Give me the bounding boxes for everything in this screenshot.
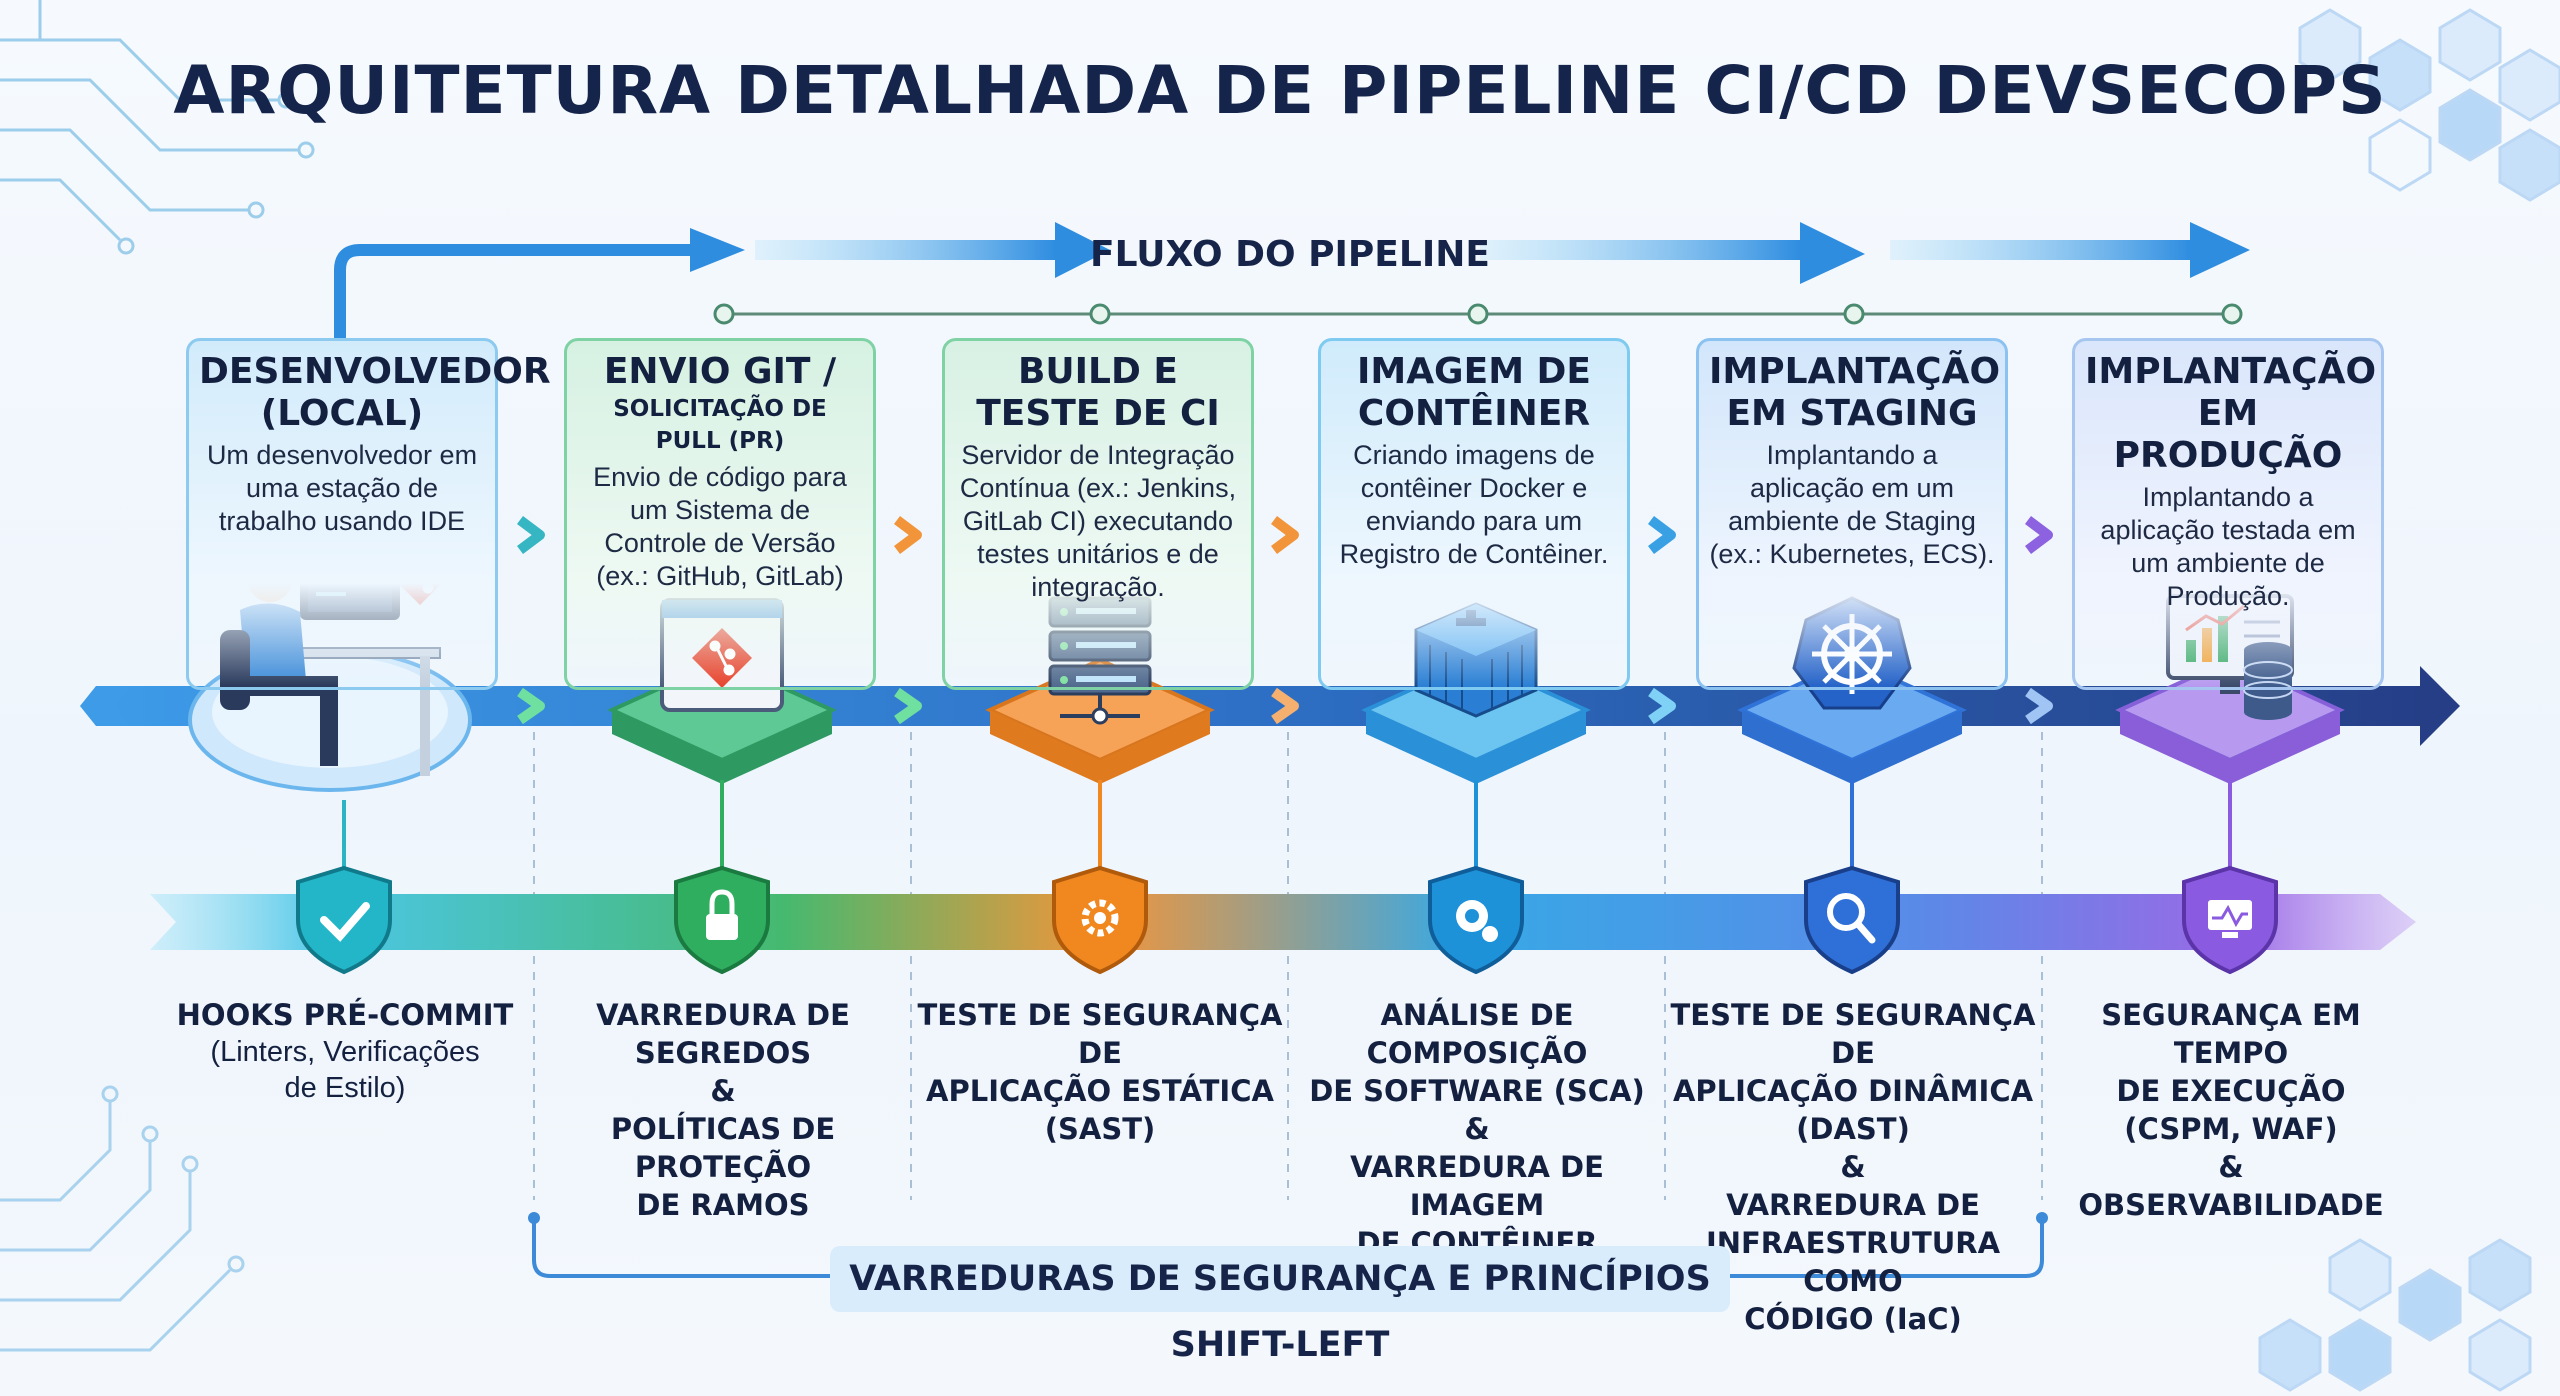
shield-gear-icon xyxy=(1052,865,1148,975)
circuit-decoration-top-left xyxy=(0,0,315,255)
bottom-bracket xyxy=(532,1218,2044,1278)
shield-lock-icon xyxy=(674,865,770,975)
stage-dividers xyxy=(533,700,2043,1200)
page-title: ARQUITETURA DETALHADA DE PIPELINE CI/CD … xyxy=(173,52,2387,129)
stage-description: Servidor de Integração Contínua (ex.: Je… xyxy=(959,440,1237,602)
stage-card-production: IMPLANTAÇÃO EM PRODUÇÃO Implantando a ap… xyxy=(2072,338,2384,690)
stage-title: BUILD E TESTE DE CI xyxy=(976,351,1220,434)
stage-card-container: IMAGEM DE CONTÊINER Criando imagens de c… xyxy=(1318,338,1630,690)
security-label-sca: ANÁLISE DE COMPOSIÇÃO DE SOFTWARE (SCA) … xyxy=(1309,998,1645,1260)
stage-card-staging: IMPLANTAÇÃO EM STAGING Implantando a apl… xyxy=(1696,338,2008,690)
circuit-decoration-bottom-left xyxy=(0,1085,245,1352)
stage-card-git: ENVIO GIT / SOLICITAÇÃO DE PULL (PR) Env… xyxy=(564,338,876,690)
security-label-runtime: SEGURANÇA EM TEMPO DE EXECUÇÃO (CSPM, WA… xyxy=(2078,998,2384,1222)
stage-card-developer: DESENVOLVEDOR (LOCAL) Um desenvolvedor e… xyxy=(186,338,551,690)
shield-search-icon xyxy=(1804,865,1900,975)
shift-left-label: VARREDURAS DE SEGURANÇA E PRINCÍPIOS SHI… xyxy=(830,1246,1730,1365)
stage-description: Implantando a aplicação testada em um am… xyxy=(2100,482,2356,611)
stage-card-ci: BUILD E TESTE DE CI Servidor de Integraç… xyxy=(942,338,1254,690)
shield-check-icon xyxy=(296,865,392,975)
shield-connectors xyxy=(342,780,2232,872)
stage-title: DESENVOLVEDOR (LOCAL) xyxy=(199,351,551,434)
security-band xyxy=(150,894,2416,950)
stage-title: IMPLANTAÇÃO EM PRODUÇÃO xyxy=(2085,351,2377,476)
stage-description: Envio de código para um Sistema de Contr… xyxy=(593,462,847,591)
stage-title: ENVIO GIT / xyxy=(603,351,837,392)
pipeline-flow-arrows xyxy=(334,222,2250,338)
hexagon-decoration-bottom-right xyxy=(2258,1238,2532,1392)
flow-label: FLUXO DO PIPELINE xyxy=(1090,234,1490,275)
stage-description: Implantando a aplicação em um ambiente d… xyxy=(1709,440,1995,569)
security-label-secrets: VARREDURA DE SEGREDOS & POLÍTICAS DE PRO… xyxy=(596,998,850,1222)
stage-title: IMPLANTAÇÃO EM STAGING xyxy=(1709,351,2001,434)
shield-components-icon xyxy=(1428,865,1524,975)
security-label-precommit: HOOKS PRÉ-COMMIT (Linters, Verificações … xyxy=(176,998,514,1104)
shield-monitor-icon xyxy=(2182,865,2278,975)
stage-description: Um desenvolvedor em uma estação de traba… xyxy=(206,440,478,536)
hexagon-decoration-top-right xyxy=(2298,8,2560,202)
stage-subtitle: SOLICITAÇÃO DE PULL (PR) xyxy=(613,396,827,454)
stage-title: IMAGEM DE CONTÊINER xyxy=(1356,351,1592,434)
security-label-dast: TESTE DE SEGURANÇA DE APLICAÇÃO DINÂMICA… xyxy=(1670,998,2036,1336)
stage-description: Criando imagens de contêiner Docker e en… xyxy=(1339,440,1609,569)
stage-chevrons xyxy=(517,516,2053,725)
security-label-sast: TESTE DE SEGURANÇA DE APLICAÇÃO ESTÁTICA… xyxy=(917,998,1283,1146)
